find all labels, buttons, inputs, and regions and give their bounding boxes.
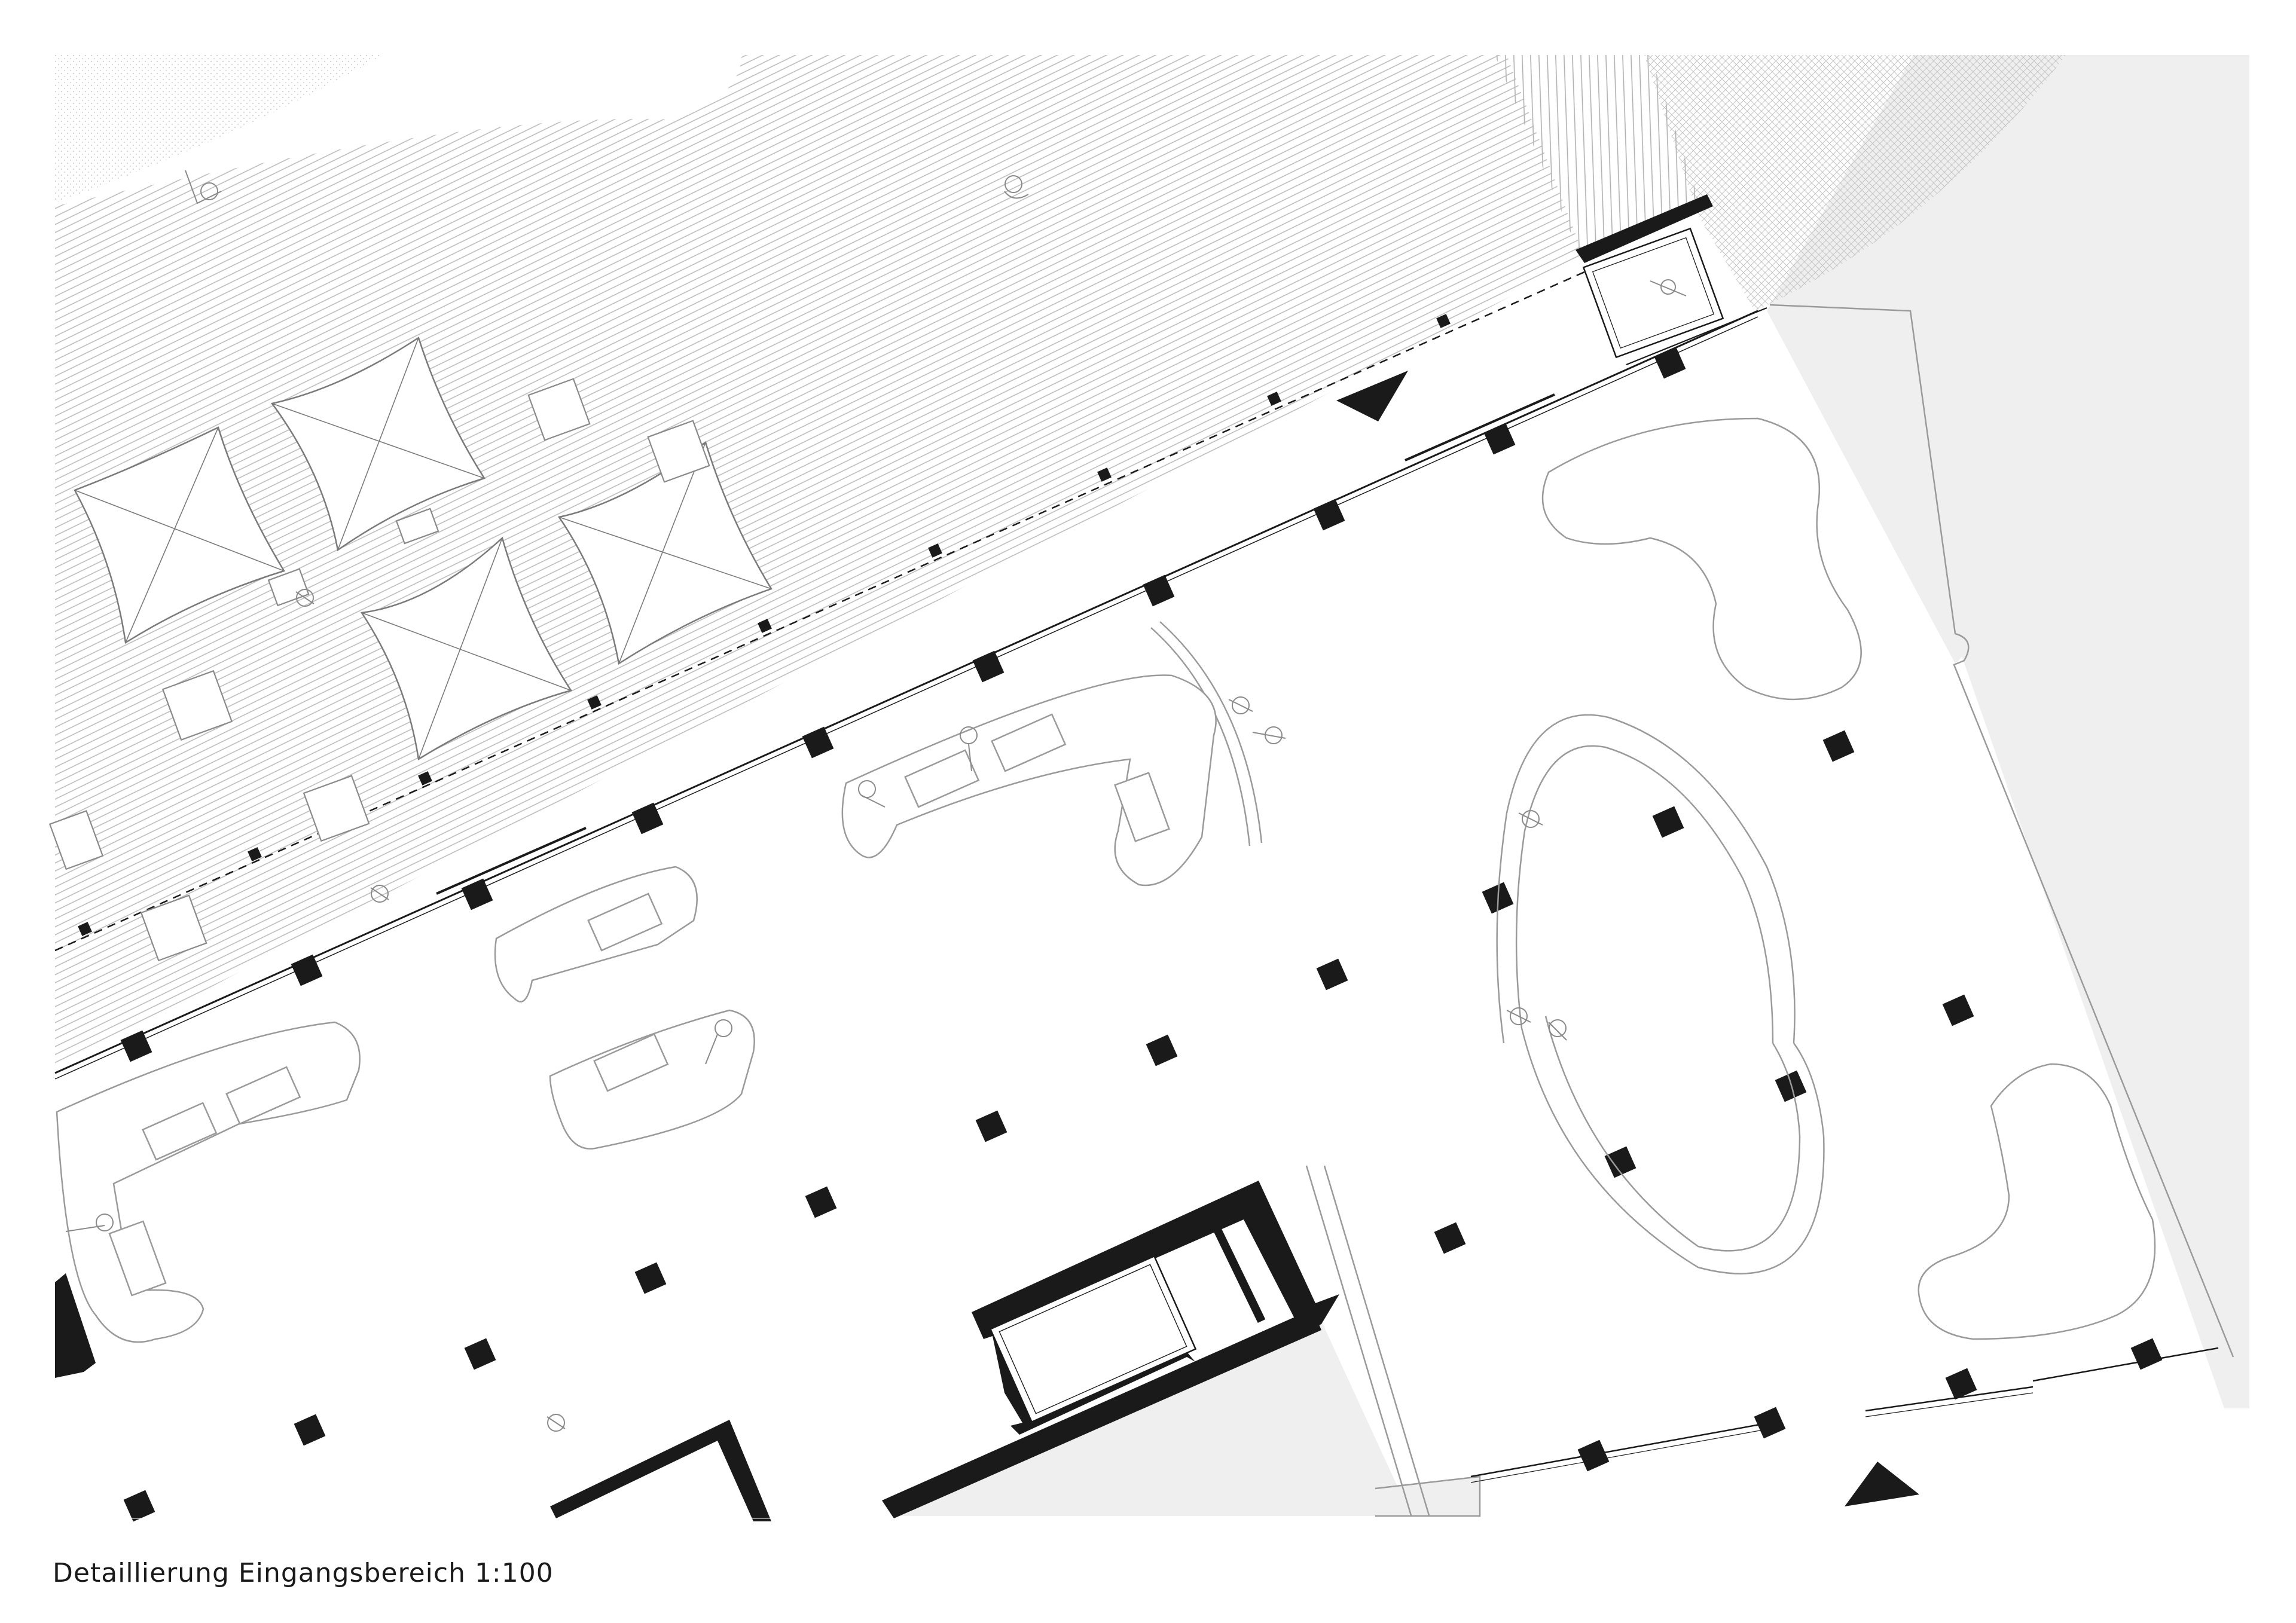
- structural-columns: [120, 347, 2163, 1522]
- person-figure: [1548, 1019, 1567, 1041]
- person-figure: [1228, 696, 1253, 714]
- drawing-caption: Detaillierung Eingangsbereich 1:100: [53, 1558, 554, 1588]
- parasol: [74, 426, 285, 644]
- kiosk: [1576, 194, 1767, 366]
- walls: [55, 1273, 1321, 1521]
- entrance-arrows: [1336, 371, 1919, 1506]
- interior-boundary: [1150, 304, 2234, 1517]
- parasol: [270, 337, 486, 552]
- parasol-umbrellas: [74, 337, 773, 761]
- person-figure: [1004, 175, 1029, 199]
- person-figure: [1518, 810, 1543, 828]
- lower-facade: [1470, 1347, 2219, 1483]
- elevator-core-inner: [989, 1219, 1297, 1423]
- person-figure: [1650, 279, 1687, 297]
- rail-line: [54, 271, 1585, 952]
- person-figure: [1252, 726, 1286, 744]
- person-figure: [960, 726, 978, 772]
- organic-planters: [1541, 417, 2156, 1340]
- person-figure: [295, 589, 315, 607]
- entrance-arrow-south: [1845, 1462, 1919, 1506]
- exterior-zone-east: [1767, 55, 2249, 1408]
- person-figure: [65, 1214, 114, 1232]
- lounge-seating: [56, 674, 1217, 1343]
- person-figure: [1506, 1007, 1531, 1025]
- human-figures: [65, 170, 1687, 1432]
- paving-area: [1644, 55, 2066, 311]
- person-figure: [705, 1019, 732, 1065]
- landscape-area: [55, 55, 383, 203]
- parasol: [360, 536, 572, 761]
- person-figure: [370, 885, 389, 903]
- wooden-deck-terrace: [55, 55, 1584, 1070]
- person-figure: [185, 170, 222, 204]
- parasol: [557, 441, 773, 665]
- person-figure: [858, 780, 886, 808]
- exterior-zones: [894, 55, 2249, 1516]
- glass-facade: [54, 310, 1758, 1080]
- entrance-arrow-north: [1336, 371, 1408, 421]
- exterior-zone-south-2: [1375, 1477, 1480, 1516]
- elliptical-bench: [1496, 714, 1825, 1274]
- person-figure: [546, 1414, 566, 1432]
- exterior-zone-south-1: [894, 1321, 1411, 1516]
- outdoor-stairs: [1495, 55, 1698, 251]
- cafe-tables: [48, 378, 710, 962]
